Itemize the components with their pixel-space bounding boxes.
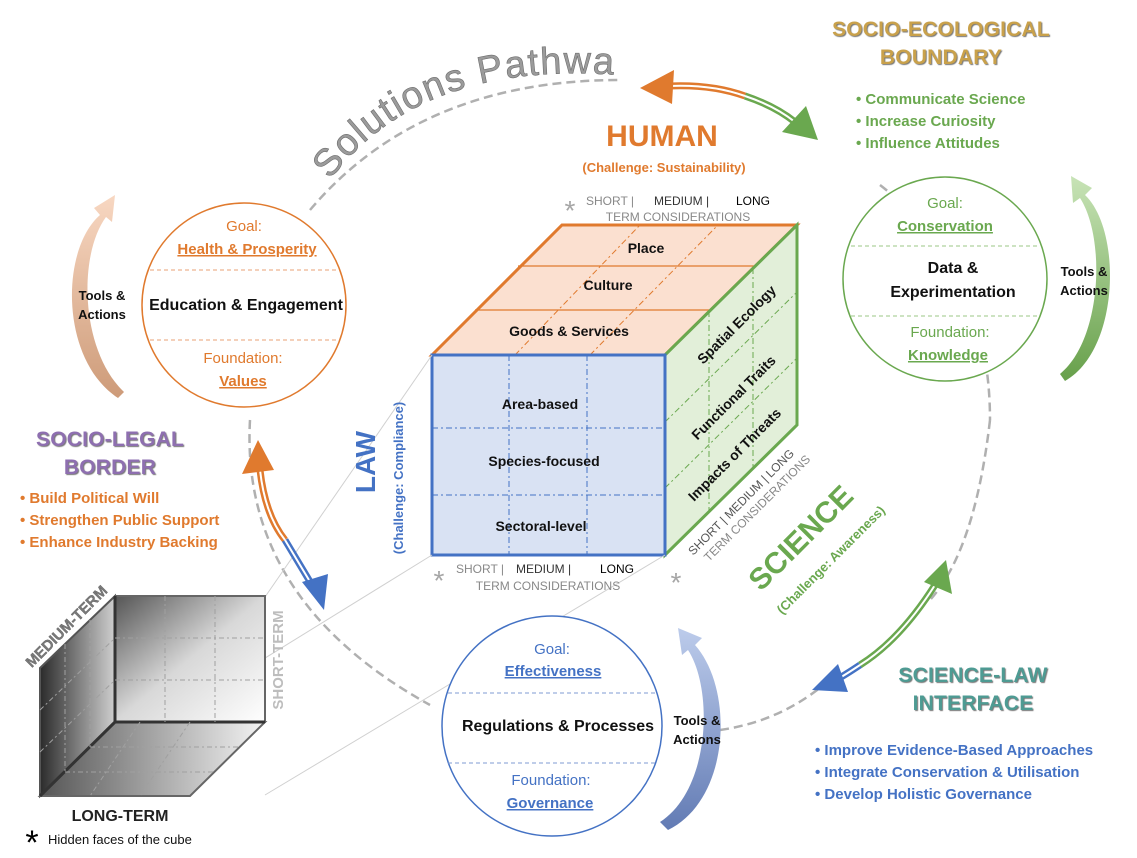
boundary-arrow-right <box>812 560 952 692</box>
circle-law: Goal: Effectiveness Regulations & Proces… <box>441 615 663 837</box>
science-law-bullet: Integrate Conservation & Utilisation <box>815 762 1093 784</box>
socio-legal-title: SOCIO-LEGAL BORDER <box>28 426 192 482</box>
human-foundation-value: Values <box>219 373 267 390</box>
human-term-medium: MEDIUM | <box>654 194 709 208</box>
asterisk-science: * <box>671 567 682 598</box>
tools-label-law-2: Actions <box>673 732 721 747</box>
tools-arrow-law <box>660 628 721 830</box>
law-term-caption: TERM CONSIDERATIONS <box>476 579 620 593</box>
socio-ecological-title-1: SOCIO-ECOLOGICAL <box>832 18 1050 41</box>
law-face-sectoral: Sectoral-level <box>495 518 586 534</box>
human-term-long: LONG <box>736 194 770 208</box>
socio-ecological-bullet: Increase Curiosity <box>856 111 1025 133</box>
human-circle-center: Education & Engagement <box>149 297 343 314</box>
law-term-long: LONG <box>600 562 634 576</box>
boundary-arrow-top <box>640 70 818 140</box>
hidden-short-term: SHORT-TERM <box>270 610 287 709</box>
human-challenge: (Challenge: Sustainability) <box>582 160 745 175</box>
socio-legal-title-1: SOCIO-LEGAL <box>35 428 185 451</box>
footnote-text: Hidden faces of the cube <box>48 832 192 847</box>
science-law-bullets: Improve Evidence-Based Approaches Integr… <box>815 740 1093 806</box>
science-law-title: SCIENCE-LAW INTERFACE <box>880 662 1066 718</box>
tools-label-human-2: Actions <box>78 307 126 322</box>
socio-ecological-bullet: Influence Attitudes <box>856 133 1025 155</box>
circle-science: Goal: Conservation Data & Experimentatio… <box>842 176 1048 382</box>
human-term-short: SHORT | <box>586 194 634 208</box>
law-goal-value: Effectiveness <box>505 663 602 680</box>
footnote-asterisk: * <box>25 824 38 853</box>
socio-legal-bullet: Strengthen Public Support <box>20 510 219 532</box>
boundary-arrow-left <box>242 440 328 610</box>
asterisk-law: * <box>434 565 445 596</box>
science-law-bullet: Improve Evidence-Based Approaches <box>815 740 1093 762</box>
science-foundation-value: Knowledge <box>908 347 988 364</box>
tools-label-law-1: Tools & <box>674 713 721 728</box>
human-goal-value: Health & Prosperity <box>177 241 317 258</box>
human-face-goods: Goods & Services <box>509 323 629 339</box>
circle-human: Goal: Health & Prosperity Education & En… <box>141 202 347 408</box>
human-label: HUMAN <box>606 120 718 153</box>
socio-legal-bullet: Enhance Industry Backing <box>20 532 219 554</box>
science-goal-value: Conservation <box>897 218 993 235</box>
tools-label-science-2: Actions <box>1060 283 1108 298</box>
socio-ecological-title-2: BOUNDARY <box>879 46 1003 69</box>
hidden-long-term: LONG-TERM <box>72 808 169 825</box>
socio-legal-bullet: Build Political Will <box>20 488 219 510</box>
tools-arrow-science <box>1060 176 1110 381</box>
pathway-title-path: Solutions Pathway <box>0 0 615 186</box>
pathway-title: Solutions Pathway <box>0 0 617 186</box>
cube-front-face <box>430 353 667 557</box>
asterisk-top: * <box>565 195 576 226</box>
law-challenge: (Challenge: Compliance) <box>391 402 406 554</box>
tools-label-human-1: Tools & <box>79 288 126 303</box>
socio-ecological-title: SOCIO-ECOLOGICAL BOUNDARY <box>816 16 1066 72</box>
law-foundation-value: Governance <box>507 795 594 812</box>
tools-arrow-human <box>71 195 124 398</box>
law-label: LAW <box>350 430 381 493</box>
tools-label-science-1: Tools & <box>1061 264 1108 279</box>
human-goal-label: Goal: <box>226 218 262 235</box>
socio-legal-title-2: BORDER <box>63 456 157 479</box>
human-foundation-label: Foundation: <box>203 350 282 367</box>
law-goal-label: Goal: <box>534 641 570 658</box>
hidden-cube <box>37 593 268 799</box>
human-face-culture: Culture <box>584 277 633 293</box>
science-circle-center-1: Data & <box>928 260 979 277</box>
science-law-title-1: SCIENCE-LAW <box>898 664 1048 687</box>
law-term-short: SHORT | <box>456 562 504 576</box>
science-goal-label: Goal: <box>927 195 963 212</box>
human-term-caption: TERM CONSIDERATIONS <box>606 210 750 224</box>
science-foundation-label: Foundation: <box>910 324 989 341</box>
law-term-medium: MEDIUM | <box>516 562 571 576</box>
human-face-place: Place <box>628 240 665 256</box>
socio-legal-bullets: Build Political Will Strengthen Public S… <box>20 488 219 554</box>
science-law-bullet: Develop Holistic Governance <box>815 784 1093 806</box>
law-face-species: Species-focused <box>488 453 599 469</box>
law-circle-center: Regulations & Processes <box>462 718 654 735</box>
socio-ecological-bullets: Communicate Science Increase Curiosity I… <box>856 89 1025 155</box>
socio-ecological-bullet: Communicate Science <box>856 89 1025 111</box>
law-face-area: Area-based <box>502 396 578 412</box>
main-cube: Place Culture Goods & Services Area-base… <box>428 221 801 559</box>
law-foundation-label: Foundation: <box>511 772 590 789</box>
science-law-title-2: INTERFACE <box>912 692 1034 715</box>
science-circle-center-2: Experimentation <box>890 284 1015 301</box>
